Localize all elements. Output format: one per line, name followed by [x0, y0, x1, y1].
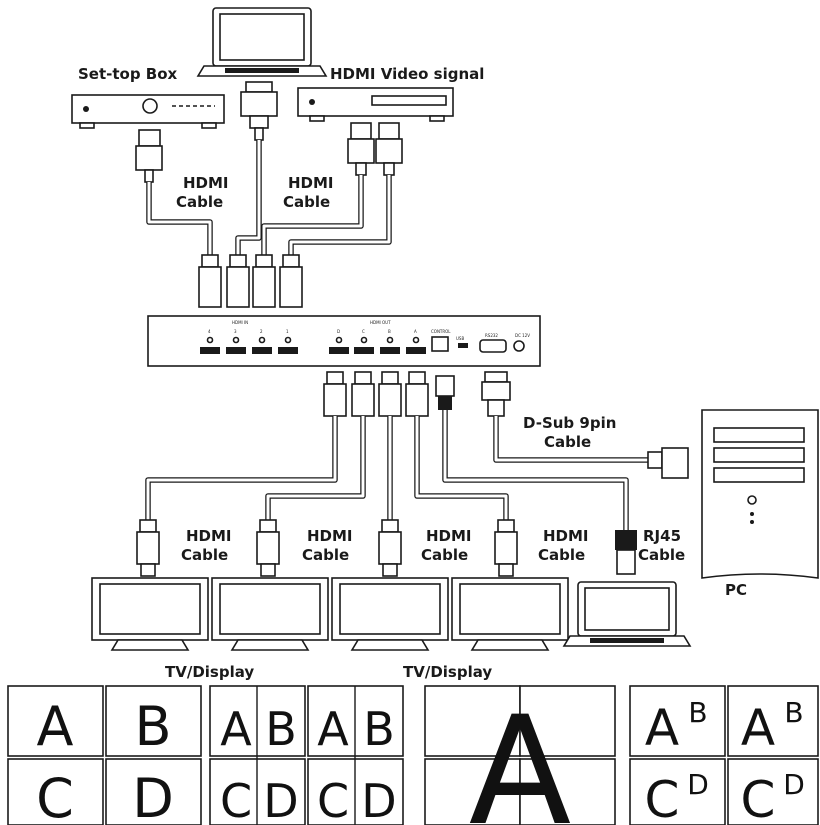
rs232-label: RS232	[485, 333, 498, 338]
cable-label-3: Cable	[181, 546, 228, 564]
tv-display-label-1: TV/Display	[165, 663, 254, 681]
layout-cell: B	[784, 696, 803, 729]
tv-display-icon	[211, 577, 329, 651]
layout-group-videowall: A	[424, 685, 616, 825]
layout-cell: D	[361, 774, 396, 825]
output-hdmi-plugs	[323, 371, 511, 417]
hdmi-matrix-device: HDMI IN HDMI OUT CONTROL USB RS232 DC 12…	[147, 315, 541, 367]
source-hdmi-connector-icon	[135, 129, 163, 183]
layout-group-quad: A B C D	[7, 685, 202, 825]
hdmi-out-ports	[329, 336, 426, 354]
hdmi-in-label: HDMI IN	[232, 320, 248, 325]
layout-cell: B	[688, 696, 707, 729]
layout-cell: C	[645, 771, 680, 825]
dsub-connector-icon	[647, 447, 689, 479]
layout-cell: B	[134, 695, 171, 758]
source-hdmi-connector-icon	[375, 122, 403, 176]
dsub-label: D-Sub 9pin	[523, 414, 616, 432]
dc-port-icon	[513, 340, 525, 352]
source-hdmi-connector-icon	[240, 81, 278, 141]
out-port-label: A	[414, 329, 417, 334]
dsub-cable-label: Cable	[544, 433, 591, 451]
source-hdmi-connector-icon	[347, 122, 375, 176]
out-port-label: B	[388, 329, 391, 334]
layout-cell: C	[36, 767, 74, 825]
layout-cell: D	[687, 768, 709, 801]
set-top-box-icon	[71, 94, 225, 129]
layout-cell: C	[317, 774, 349, 825]
layout-cell: C	[741, 771, 776, 825]
video-player-icon	[297, 87, 454, 122]
pc-tower-icon	[701, 409, 819, 579]
input-hdmi-cables	[146, 140, 392, 255]
tv-display-label-2: TV/Display	[403, 663, 492, 681]
layout-cell: D	[132, 767, 174, 825]
cable-label-4: Cable	[302, 546, 349, 564]
rj45-label: RJ45	[643, 527, 681, 545]
out-port-label: D	[337, 329, 340, 334]
layout-cell: A	[469, 685, 572, 825]
in-port-label: 4	[208, 329, 211, 334]
hdmi-cable-label-5: HDMI	[426, 527, 472, 545]
layout-cell: A	[741, 699, 775, 757]
cable-label-6: Cable	[538, 546, 585, 564]
layout-cell: A	[317, 702, 349, 756]
rs232-port-icon	[479, 339, 507, 353]
control-laptop-icon	[562, 581, 692, 647]
hdmi-cable-label-2: HDMI	[288, 174, 334, 192]
in-port-label: 2	[260, 329, 263, 334]
hdmi-cable-label-1: HDMI	[183, 174, 229, 192]
rj45-cable-label: Cable	[638, 546, 685, 564]
cable-label-2: Cable	[283, 193, 330, 211]
set-top-box-label: Set-top Box	[78, 65, 178, 83]
hdmi-cable-label-3: HDMI	[186, 527, 232, 545]
hdmi-video-signal-label: HDMI Video signal	[330, 65, 484, 83]
input-hdmi-plugs	[198, 254, 303, 308]
source-laptop-icon	[196, 7, 328, 77]
hdmi-in-ports	[200, 336, 298, 354]
layout-cell: B	[363, 702, 395, 756]
pc-label: PC	[725, 581, 747, 599]
cable-label-1: Cable	[176, 193, 223, 211]
layout-cell: D	[263, 774, 298, 825]
usb-label: USB	[456, 336, 464, 341]
hdmi-cable-label-4: HDMI	[307, 527, 353, 545]
out-port-label: C	[362, 329, 365, 334]
control-label: CONTROL	[431, 329, 451, 334]
hdmi-cable-label-6: HDMI	[543, 527, 589, 545]
output-cables	[145, 410, 648, 530]
layout-cell: B	[265, 702, 297, 756]
in-port-label: 3	[234, 329, 237, 334]
layout-group-pip: A B C D A B C D	[629, 685, 819, 825]
tv-display-icon	[91, 577, 209, 651]
display-hdmi-plugs	[136, 519, 637, 577]
layout-cell: D	[783, 768, 805, 801]
in-port-label: 1	[286, 329, 289, 334]
layout-cell: A	[645, 699, 679, 757]
layout-cell: C	[220, 774, 252, 825]
cable-label-5: Cable	[421, 546, 468, 564]
tv-display-icon	[451, 577, 569, 651]
tv-display-icon	[331, 577, 449, 651]
usb-port-icon	[458, 343, 468, 348]
hdmi-out-label: HDMI OUT	[370, 320, 391, 325]
layout-cell: A	[220, 702, 252, 756]
layout-group-split: A B C D A B C D	[209, 685, 404, 825]
dc-label: DC 12V	[515, 333, 530, 338]
rj45-port-icon	[431, 336, 449, 352]
layout-cell: A	[37, 695, 74, 758]
